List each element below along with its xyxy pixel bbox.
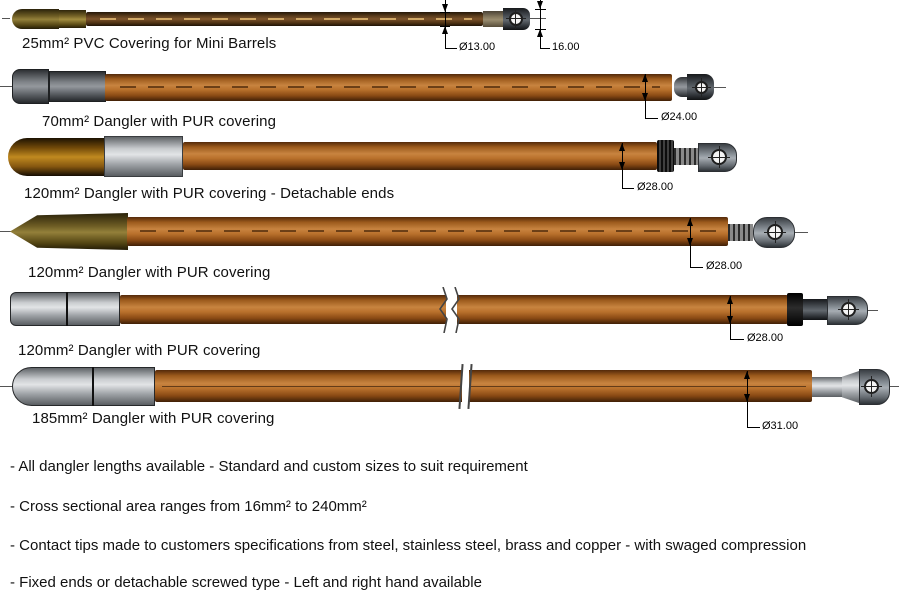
dangler-label: 25mm² PVC Covering for Mini Barrels [22, 35, 277, 52]
dim-arrow [619, 162, 625, 170]
diameter-dimension: Ø28.00 [706, 260, 743, 272]
end-cap [49, 71, 106, 102]
break-symbol [439, 287, 460, 333]
end-cap [59, 10, 86, 28]
screw-shaft [728, 224, 753, 241]
hole-centermark [775, 221, 776, 243]
centerline-right [530, 18, 546, 19]
dim-arrow [442, 26, 448, 34]
lug-socket [674, 77, 687, 97]
hole-centermark [701, 78, 702, 97]
centerline-right [868, 310, 878, 311]
cap-divider [66, 292, 68, 326]
detachable-sleeve [104, 136, 183, 177]
dim-arrow [537, 29, 543, 37]
dim-arrow [442, 4, 448, 12]
swage-cone [842, 371, 859, 403]
dimension-leader [730, 339, 744, 340]
dim-arrow [727, 316, 733, 324]
end-cap [12, 9, 59, 29]
cap-divider [92, 367, 94, 406]
centerline-right [714, 87, 726, 88]
centerline-left [2, 18, 10, 19]
screw-shaft [803, 299, 827, 320]
dangler-label: 120mm² Dangler with PUR covering [28, 264, 271, 281]
dangler-label: 120mm² Dangler with PUR covering [18, 342, 261, 359]
hole-centermark [871, 376, 872, 397]
dimension-line [540, 0, 541, 48]
dimension-leader [622, 188, 634, 189]
dimension-leader [747, 427, 760, 428]
note-line: - Fixed ends or detachable screwed type … [10, 574, 482, 591]
dangler-label: 120mm² Dangler with PUR covering - Detac… [24, 185, 395, 202]
dangler-label: 70mm² Dangler with PUR covering [42, 113, 277, 130]
end-cap [10, 292, 120, 326]
hole-centermark [515, 9, 516, 29]
dim-arrow [744, 371, 750, 379]
dimension-line [445, 0, 446, 48]
centerline-left [0, 231, 11, 232]
screw-shaft [812, 377, 842, 397]
dim-arrow [619, 143, 625, 151]
centerline-left [0, 386, 13, 387]
dimension-leader [445, 48, 457, 49]
centerline-right [795, 232, 808, 233]
centerline-right [890, 386, 899, 387]
end-cap [12, 367, 155, 406]
centerline-left [0, 86, 13, 87]
cable-centerline [120, 86, 660, 88]
diameter-dimension: Ø31.00 [762, 420, 799, 432]
lug-hole [509, 12, 523, 26]
dimension-leader [690, 267, 703, 268]
end-cap [12, 69, 49, 104]
cable-centerline [140, 230, 716, 232]
hole-centermark [506, 18, 526, 19]
dimension-leader [645, 118, 658, 119]
note-line: - Cross sectional area ranges from 16mm²… [10, 498, 367, 515]
dim-arrow [687, 218, 693, 226]
extension-tick [535, 9, 546, 10]
diameter-dimension: Ø24.00 [661, 111, 698, 123]
end-cap [8, 138, 104, 176]
break-gap [462, 365, 469, 408]
dim-arrow [642, 93, 648, 101]
dim-arrow [537, 1, 543, 9]
diameter-dimension: Ø13.00 [459, 41, 496, 53]
dim-arrow [687, 238, 693, 246]
note-line: - All dangler lengths available - Standa… [10, 458, 528, 475]
contact-lug [827, 296, 868, 325]
knurled-coupler [657, 140, 674, 172]
end-width-dimension: 16.00 [552, 41, 580, 53]
cable-centerline [100, 18, 472, 20]
dim-arrow [642, 74, 648, 82]
screw-shaft [674, 148, 698, 165]
pointed-tip [10, 213, 128, 250]
diameter-dimension: Ø28.00 [747, 332, 784, 344]
cable-centerline [162, 386, 806, 387]
dim-arrow [727, 296, 733, 304]
cable-body [183, 142, 657, 170]
dim-arrow [744, 394, 750, 402]
note-line: - Contact tips made to customers specifi… [10, 537, 807, 554]
compression-collar [787, 293, 803, 326]
dangler-label: 185mm² Dangler with PUR covering [32, 410, 275, 427]
dimension-leader [540, 48, 550, 49]
diameter-dimension: Ø28.00 [637, 181, 674, 193]
hole-centermark [719, 146, 720, 168]
crimp-collar [483, 11, 503, 27]
hole-centermark [848, 299, 849, 320]
extension-tick [440, 12, 450, 13]
